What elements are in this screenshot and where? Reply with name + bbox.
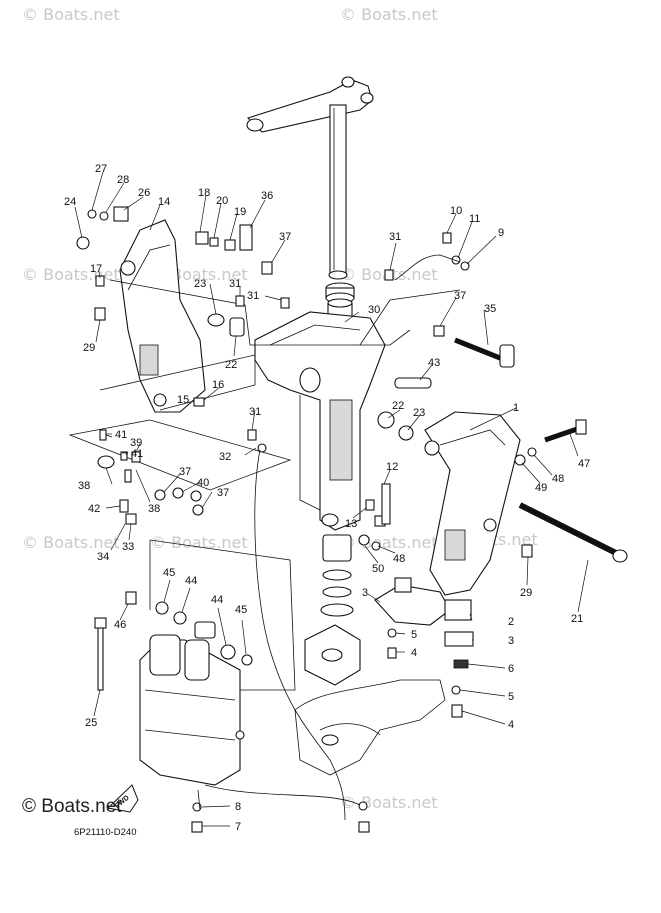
callout-48: 48	[393, 553, 405, 565]
callout-21: 21	[571, 613, 583, 625]
callout-37: 37	[279, 231, 291, 243]
callout-40: 40	[197, 477, 209, 489]
callout-41: 41	[115, 429, 127, 441]
callout-26: 26	[138, 187, 150, 199]
callout-5: 5	[411, 629, 417, 641]
tilt-rod	[454, 337, 515, 368]
callout-37: 37	[179, 466, 191, 478]
wiring	[197, 254, 461, 821]
callout-37: 37	[217, 487, 229, 499]
callout-19: 19	[234, 206, 246, 218]
callout-42: 42	[88, 503, 100, 515]
callout-7: 7	[235, 821, 241, 833]
callout-47: 47	[578, 458, 590, 470]
callout-43: 43	[428, 357, 440, 369]
callout-27: 27	[95, 163, 107, 175]
callout-28: 28	[117, 174, 129, 186]
clamp-bracket-left	[119, 219, 206, 413]
callout-17: 17	[90, 263, 102, 275]
clamp-bracket-right	[424, 411, 521, 596]
watermark: © Boats.net	[340, 533, 438, 552]
callout-4: 4	[508, 719, 514, 731]
callout-22: 22	[392, 400, 404, 412]
leader-lines	[74, 171, 589, 827]
bolt-47	[544, 419, 587, 443]
callout-16: 16	[212, 379, 224, 391]
callout-41: 41	[131, 448, 143, 460]
callout-11: 11	[469, 213, 480, 225]
callout-45: 45	[235, 604, 247, 616]
watermark: © Boats.net	[22, 265, 120, 284]
callout-50: 50	[372, 563, 384, 575]
callout-35: 35	[484, 303, 496, 315]
callout-13: 13	[345, 518, 357, 530]
callout-44: 44	[211, 594, 223, 606]
callout-18: 18	[198, 187, 210, 199]
callout-3: 3	[508, 635, 514, 647]
watermark: © Boats.net	[150, 533, 248, 552]
watermark: © Boats.net	[340, 5, 438, 24]
callout-2: 2	[508, 616, 514, 628]
callout-22: 22	[225, 359, 237, 371]
callout-31: 31	[389, 231, 401, 243]
lower-mount-assembly	[304, 534, 361, 686]
callout-49: 49	[535, 482, 547, 494]
pin-43	[394, 377, 432, 389]
stopper-bracket	[374, 577, 474, 669]
callout-32: 32	[219, 451, 231, 463]
callout-29: 29	[83, 342, 95, 354]
callout-8: 8	[235, 801, 241, 813]
brand-watermark: © Boats.net	[22, 796, 122, 817]
callout-15: 15	[177, 394, 189, 406]
callout-6: 6	[508, 663, 514, 675]
callout-34: 34	[97, 551, 109, 563]
callout-33: 33	[122, 541, 134, 553]
callout-44: 44	[185, 575, 197, 587]
fwd-indicator: FWD	[106, 784, 139, 813]
callout-45: 45	[163, 567, 175, 579]
callout-38: 38	[78, 480, 90, 492]
callout-29: 29	[520, 587, 532, 599]
callout-38: 38	[148, 503, 160, 515]
lower-casing	[294, 679, 446, 776]
diagram-code: 6P21110-D240	[74, 827, 137, 838]
callout-dashes	[106, 433, 128, 454]
callout-23: 23	[194, 278, 206, 290]
cable-tie	[94, 617, 107, 691]
callout-14: 14	[158, 196, 170, 208]
callout-46: 46	[114, 619, 126, 631]
watermark: © Boats.net	[22, 5, 120, 24]
callout-3: 3	[362, 587, 368, 599]
callout-31: 31	[247, 290, 259, 302]
callout-37: 37	[454, 290, 466, 302]
callout-20: 20	[216, 195, 228, 207]
callout-labels: 1 2 3 3 4 4 5 5 6 7 8 9 10 11 12 13 14 1…	[64, 163, 590, 833]
callout-12: 12	[386, 461, 398, 473]
callout-9: 9	[498, 227, 504, 239]
watermark: © Boats.net	[22, 533, 120, 552]
callout-36: 36	[261, 190, 273, 202]
callout-23: 23	[413, 407, 425, 419]
through-tube	[518, 502, 628, 563]
callout-30: 30	[368, 304, 380, 316]
steering-arm-assembly	[246, 76, 374, 280]
callout-10: 10	[450, 205, 462, 217]
callout-25: 25	[85, 717, 97, 729]
callout-5: 5	[508, 691, 514, 703]
callout-24: 24	[64, 196, 76, 208]
callout-39: 39	[130, 437, 142, 449]
trim-tilt-unit	[139, 621, 245, 786]
swivel-bracket	[254, 311, 386, 531]
callout-31: 31	[249, 406, 261, 418]
callout-4: 4	[411, 647, 417, 659]
callout-48: 48	[552, 473, 564, 485]
callout-1: 1	[513, 402, 519, 414]
callout-31: 31	[229, 278, 241, 290]
